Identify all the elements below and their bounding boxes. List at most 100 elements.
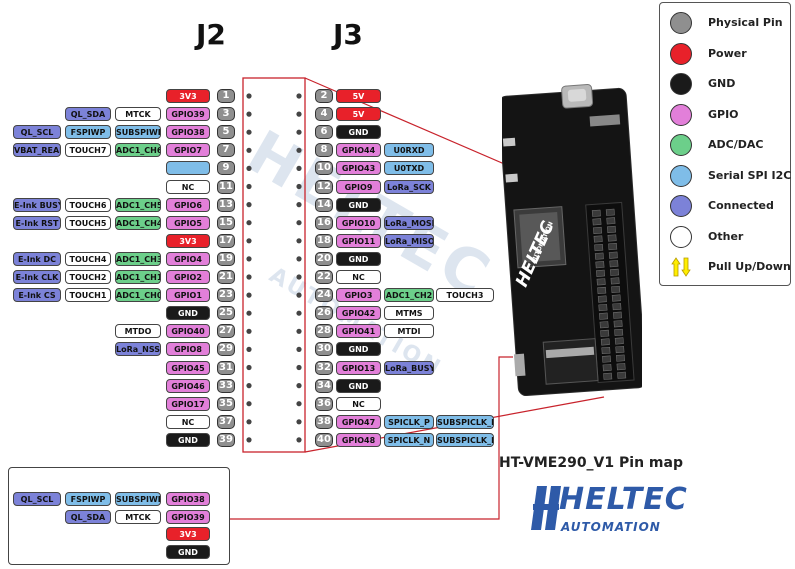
j2-pin-label: FSPIWP (65, 125, 111, 140)
j3-pin-label: GPIO11 (336, 233, 381, 248)
board-header-pin (609, 260, 619, 268)
j2-pin-dot (246, 328, 252, 334)
physical-pin: 30 (315, 342, 333, 357)
j3-pin-label: GPIO42 (336, 306, 381, 321)
j2-pin-label: SUBSPIWP (115, 125, 161, 140)
j2-pin-label: GPIO39 (166, 107, 210, 122)
j3-pin-dot (296, 364, 302, 371)
j3-pin-label: TOUCH3 (436, 288, 494, 303)
j2-pin-dot (246, 364, 252, 371)
j3-pin-dot (296, 129, 302, 135)
physical-pin: 37 (217, 414, 235, 429)
j2-pin-label: GPIO45 (166, 360, 210, 375)
j3-pin-dot (296, 274, 302, 280)
j3-pin-dot (296, 256, 302, 262)
j3-pin-label: GPIO43 (336, 161, 381, 176)
j2-pin-label: ADC1_CH4 (115, 215, 161, 230)
heltec-logo: HELTEC AUTOMATION (527, 478, 687, 538)
j2-pin-label: GPIO40 (166, 324, 210, 339)
board-header-pin (594, 252, 604, 260)
legend-label: Pull Up/Down (708, 260, 791, 273)
j2-pin-dot (246, 274, 252, 280)
inset-pin-label: QL_SDA (65, 509, 111, 524)
legend-swatch-gnd-icon (670, 73, 692, 95)
j2-pin-label: GPIO17 (166, 396, 210, 411)
j2-pin-label: GPIO1 (166, 288, 210, 303)
board-header-pin (603, 372, 613, 380)
legend-label: ADC/DAC (708, 138, 764, 151)
j2-pin-dot (246, 165, 252, 171)
j2-pin-label: GND (166, 432, 210, 447)
j2-pin-dot (246, 129, 252, 135)
j2-pin-dot (246, 419, 252, 425)
physical-pin: 14 (315, 197, 333, 212)
j3-pin-label: GPIO9 (336, 179, 381, 194)
physical-pin: 26 (315, 306, 333, 321)
j3-pin-dot (296, 238, 302, 244)
physical-pin: 19 (217, 251, 235, 266)
physical-pin: 32 (315, 360, 333, 375)
board-header-pin (592, 218, 602, 226)
physical-pin: 34 (315, 378, 333, 393)
board-header-pin (608, 243, 618, 251)
legend-item: GND (670, 72, 790, 96)
physical-pin: 13 (217, 197, 235, 212)
j2-pin-dot (246, 220, 252, 226)
physical-pin: 10 (315, 161, 333, 176)
board-header-pin (595, 261, 605, 269)
j3-pin-dot (296, 202, 302, 208)
board-header-pin (598, 304, 608, 312)
legend-item: Connected (670, 194, 790, 218)
board-header-pin (617, 371, 627, 379)
legend-item: Physical Pin (670, 11, 790, 35)
j2-pin-label: E-Ink BUSY (13, 197, 61, 212)
physical-pin: 24 (315, 288, 333, 303)
legend-label: Connected (708, 199, 774, 212)
legend-swatch-pin-icon (670, 12, 692, 34)
board-header-pin (599, 312, 608, 320)
pull-up-down-icon (671, 257, 691, 277)
j3-pin-label: LoRa_SCK (384, 179, 434, 194)
board-header-pin (606, 217, 616, 225)
j3-pin-dot (296, 165, 302, 171)
board-header-pin (613, 320, 623, 328)
board-header-pin (593, 226, 602, 234)
j2-pin-label: MTDO (115, 324, 161, 339)
physical-pin: 22 (315, 270, 333, 284)
legend-label: GPIO (708, 107, 739, 121)
legend-label: Power (708, 46, 747, 60)
legend-swatch-adc-icon (670, 134, 692, 156)
j2-pin-label: GPIO2 (166, 270, 210, 284)
j2-pin-label: ADC1_CH5 (115, 197, 161, 212)
j3-pin-label: ADC1_CH2 (384, 288, 434, 303)
board-header-pin (599, 321, 609, 329)
physical-pin: 8 (315, 143, 333, 158)
logo-brand: HELTEC (559, 482, 688, 517)
j2-pin-label: 3V3 (166, 89, 210, 103)
physical-pin: 2 (315, 89, 333, 103)
j2-pin-label: GPIO46 (166, 378, 210, 393)
j3-pin-label: GPIO44 (336, 143, 381, 158)
board-header-pin (611, 294, 621, 302)
j2-pin-label: E-Ink CLK (13, 270, 61, 284)
inset-pin-label: GND (166, 544, 210, 559)
legend-label: Other (708, 229, 744, 243)
inset-pin-label: SUBSPIWP (115, 492, 161, 506)
board-header-pin (596, 269, 605, 277)
board-header-pin (614, 337, 624, 345)
legend-swatch-serial-icon (670, 164, 692, 187)
board-header-pin (597, 295, 607, 303)
j3-pin-label: SUBSPICLK_N (436, 432, 494, 447)
logo-sub: AUTOMATION (561, 520, 661, 534)
j2-pin-dot (246, 383, 252, 389)
physical-pin: 11 (217, 179, 235, 194)
j2-pin-dot (246, 202, 252, 208)
j2-pin-label: ADC1_CH1 (115, 270, 161, 284)
j3-pin-label: MTMS (384, 306, 434, 321)
board-header-pin (616, 354, 625, 362)
board-header-pin (602, 355, 611, 363)
board-header-pin (605, 208, 615, 216)
j2-pin-label: GPIO5 (166, 215, 210, 230)
j2-pin-label: ADC1_CH6 (115, 143, 161, 158)
